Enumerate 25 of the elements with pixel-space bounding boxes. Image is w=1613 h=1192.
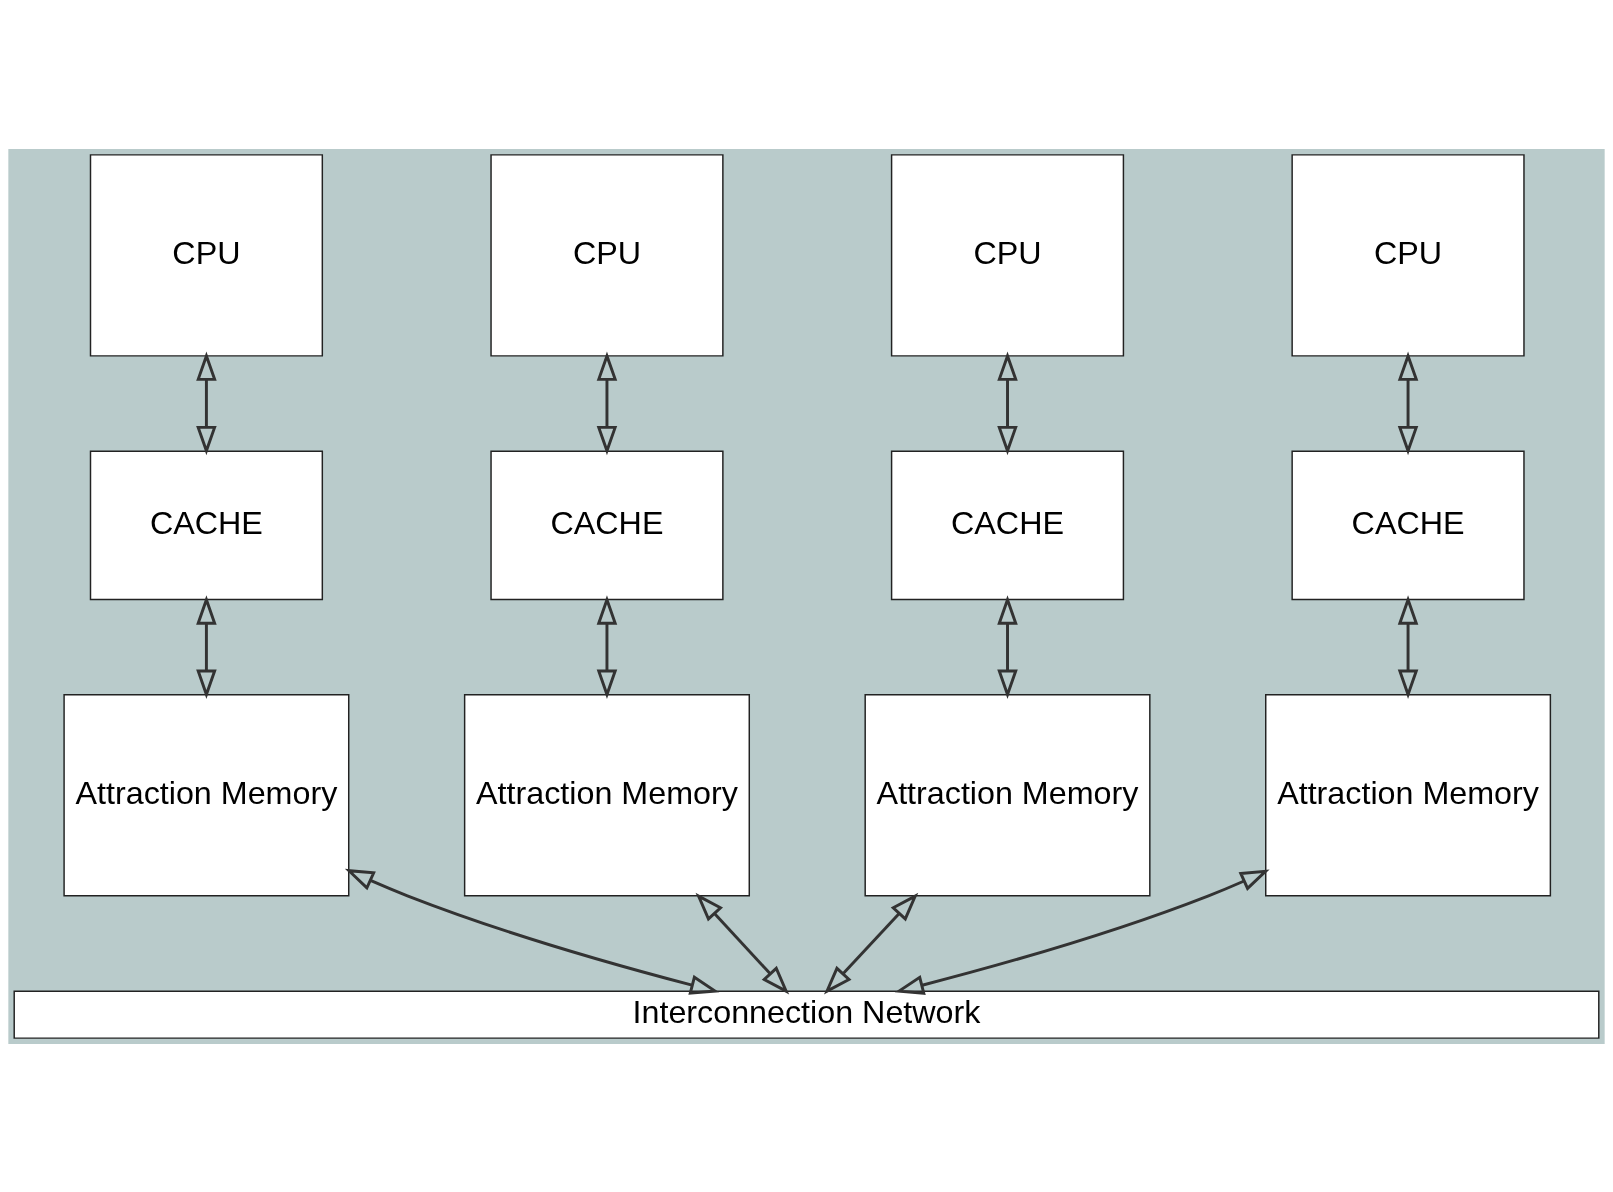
node-box: CACHE xyxy=(490,450,724,600)
arrow xyxy=(196,594,217,699)
arrow xyxy=(823,892,919,994)
arrow xyxy=(997,350,1018,455)
node-box: CPU xyxy=(89,153,324,357)
arrow xyxy=(1397,594,1419,699)
node-box: Attraction Memory xyxy=(1265,693,1552,897)
node-box: Attraction Memory xyxy=(463,693,750,897)
node-box: Attraction Memory xyxy=(63,693,350,897)
node-box: CPU xyxy=(490,153,724,357)
node-box: Attraction Memory xyxy=(864,693,1151,897)
node-box: Interconnection Network xyxy=(13,989,1600,1039)
node-box: CACHE xyxy=(890,450,1125,600)
arrow xyxy=(1397,350,1419,455)
arrow xyxy=(344,868,720,995)
arrow xyxy=(596,350,618,455)
node-box: CACHE xyxy=(89,450,324,600)
arrow xyxy=(894,868,1270,995)
arrow xyxy=(997,594,1018,699)
node-box: CACHE xyxy=(1291,450,1525,600)
node-box: CPU xyxy=(1291,153,1525,357)
node-box: CPU xyxy=(890,153,1125,357)
arrow xyxy=(695,892,790,994)
arrow xyxy=(596,594,618,699)
arrow xyxy=(196,350,217,455)
